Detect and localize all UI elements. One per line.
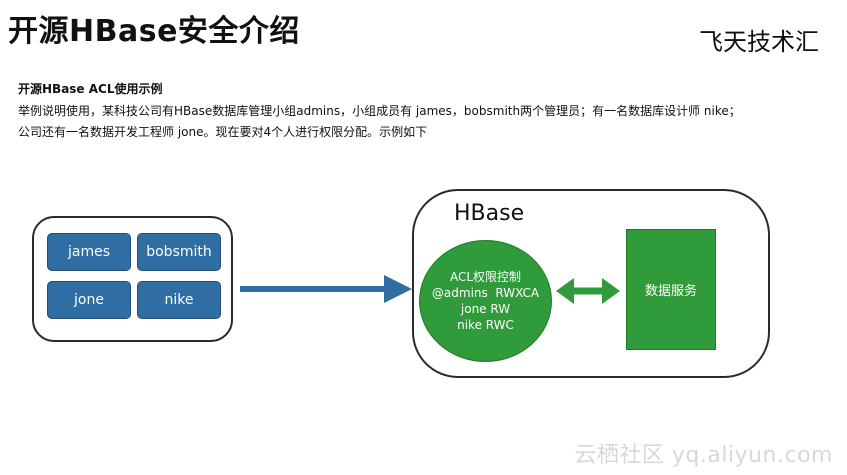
intro-section: 开源HBase ACL使用示例 举例说明使用，某科技公司有HBase数据库管理小…	[18, 80, 830, 143]
watermark: 云栖社区 yq.aliyun.com	[574, 443, 833, 468]
hbase-panel	[412, 189, 770, 378]
acl-rule-jone: jone RW	[460, 302, 511, 316]
page-title: 开源HBase安全介绍	[8, 14, 300, 49]
acl-rule-nike: nike RWC	[457, 318, 514, 332]
acl-control-node: ACL权限控制 @admins RWXCA jone RW nike RWC	[419, 240, 552, 362]
hbase-label: HBase	[454, 201, 525, 226]
intro-heading: 开源HBase ACL使用示例	[18, 82, 163, 96]
users-to-hbase-arrow	[240, 275, 412, 303]
acl-service-double-arrow	[556, 278, 620, 304]
user-box-nike: nike	[137, 281, 221, 319]
user-box-james: james	[47, 233, 131, 271]
brand-label: 飞天技术汇	[699, 28, 819, 56]
acl-rule-admins: @admins RWXCA	[431, 286, 540, 300]
intro-line-1: 举例说明使用，某科技公司有HBase数据库管理小组admins，小组成员有 ja…	[18, 104, 741, 118]
users-panel: james bobsmith jone nike	[32, 216, 233, 342]
acl-title: ACL权限控制	[449, 270, 522, 284]
user-box-jone: jone	[47, 281, 131, 319]
intro-line-2: 公司还有一名数据开发工程师 jone。现在要对4个人进行权限分配。示例如下	[18, 125, 428, 139]
data-service-node: 数据服务	[626, 229, 716, 350]
user-box-bobsmith: bobsmith	[137, 233, 221, 271]
